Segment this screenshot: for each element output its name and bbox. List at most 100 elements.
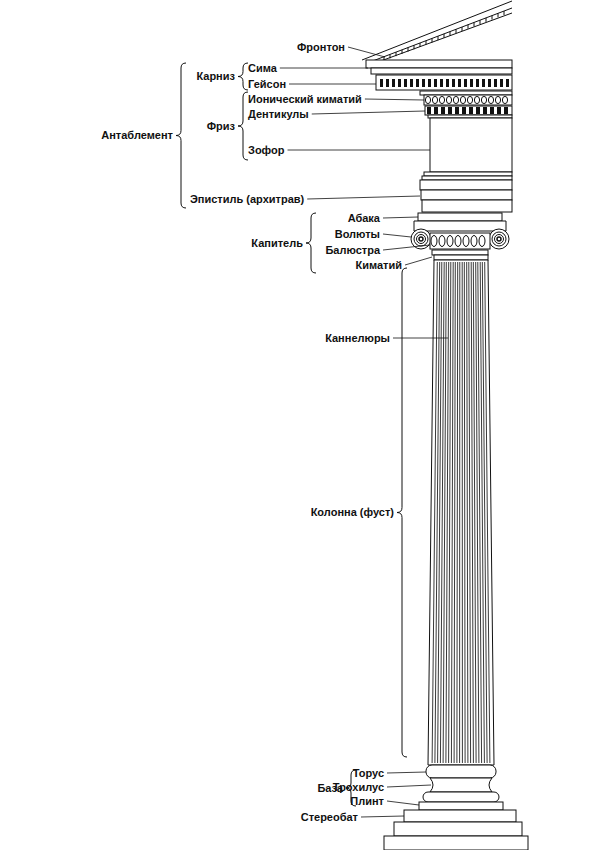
flute-line <box>485 262 490 763</box>
part-label: Гейсон <box>248 78 286 91</box>
flute-line <box>446 262 449 763</box>
rake-tick <box>432 38 433 42</box>
leader-line <box>387 801 419 805</box>
rake-tick <box>456 29 457 33</box>
curly-brace <box>176 63 186 208</box>
egg <box>495 96 500 103</box>
leader-line <box>383 217 418 218</box>
rake-tick <box>414 45 415 49</box>
leader-line <box>288 150 430 151</box>
egg <box>460 96 465 103</box>
geison-block <box>476 79 479 87</box>
epistyle-fascia <box>421 190 512 200</box>
geison-block <box>500 79 503 87</box>
egg <box>481 96 486 103</box>
geison-block <box>422 79 425 87</box>
geison-block <box>452 79 455 87</box>
leader-line <box>361 816 404 817</box>
column-shaft <box>428 260 494 765</box>
leader-line <box>387 772 426 773</box>
geison-block <box>506 79 509 87</box>
flute-line <box>443 262 446 763</box>
geison-block <box>470 79 473 87</box>
epistyle-fascia <box>420 180 512 190</box>
flute-line <box>464 262 466 763</box>
part-label: Киматий <box>356 259 403 272</box>
geison-block <box>440 79 443 87</box>
trochilus <box>430 778 492 792</box>
volute-ring <box>419 237 423 241</box>
echinus-egg <box>447 236 453 247</box>
egg <box>432 96 437 103</box>
geison-block <box>428 79 431 87</box>
echinus-egg <box>439 236 445 247</box>
rake-tick <box>390 54 391 58</box>
flute-line <box>462 262 463 763</box>
flute-line <box>469 262 471 763</box>
leader-line <box>365 99 424 100</box>
flute-line <box>473 262 476 763</box>
rake-tick <box>462 27 463 31</box>
flute-line <box>471 262 473 763</box>
flute-line <box>454 262 455 763</box>
astragal <box>432 250 488 255</box>
echinus-egg <box>463 236 469 247</box>
leader-line <box>383 234 411 237</box>
part-label: Карниз <box>196 70 235 83</box>
egg <box>453 96 458 103</box>
part-label: Ионический киматий <box>248 93 362 106</box>
part-label: Зофор <box>248 144 285 157</box>
echinus-eggs <box>431 236 485 247</box>
geison-block <box>398 79 401 87</box>
flute-line <box>456 262 458 763</box>
geison-block <box>386 79 389 87</box>
braces <box>176 63 407 806</box>
leader-line <box>405 257 432 265</box>
flute-line <box>467 262 468 763</box>
geison-block <box>488 79 491 87</box>
echinus-egg <box>471 236 477 247</box>
curly-brace <box>238 92 248 160</box>
geison-block <box>416 79 419 87</box>
egg <box>446 96 451 103</box>
geison-block <box>410 79 413 87</box>
curly-brace <box>306 213 316 273</box>
echinus <box>430 233 490 249</box>
flute-line <box>432 262 437 763</box>
dentil <box>504 107 508 114</box>
egg <box>474 96 479 103</box>
leader-line <box>387 785 431 787</box>
dentil <box>476 107 480 114</box>
flute-line <box>449 262 451 763</box>
flute-line <box>482 262 487 763</box>
flute-line <box>435 262 440 763</box>
frieze <box>430 118 512 172</box>
epistyle-fascia <box>422 200 512 212</box>
dentil <box>427 107 431 114</box>
rake-tick <box>486 18 487 22</box>
rake-dentils <box>384 11 504 61</box>
volute-ring <box>417 235 426 244</box>
rake-tick <box>420 43 421 47</box>
rake-tick <box>492 16 493 20</box>
part-label: Фронтон <box>297 41 345 54</box>
part-label: Антаблемент <box>101 129 173 142</box>
part-label: Эпистиль (архитрав) <box>190 193 304 206</box>
part-label: Капитель <box>251 237 303 250</box>
volute-band <box>414 221 506 231</box>
part-label: Балюстра <box>325 244 380 257</box>
leader-lines <box>280 47 448 817</box>
flute-line <box>459 262 460 763</box>
dentil <box>490 107 494 114</box>
part-label: Стереобат <box>301 811 358 824</box>
dentils <box>427 107 508 114</box>
egg <box>467 96 472 103</box>
part-label: Волюты <box>335 228 380 241</box>
sima-moulding <box>371 68 512 74</box>
leader-line <box>383 245 430 250</box>
part-label: Колонна (фуст) <box>311 506 394 519</box>
flute-line <box>480 262 484 763</box>
curly-brace <box>238 63 248 90</box>
